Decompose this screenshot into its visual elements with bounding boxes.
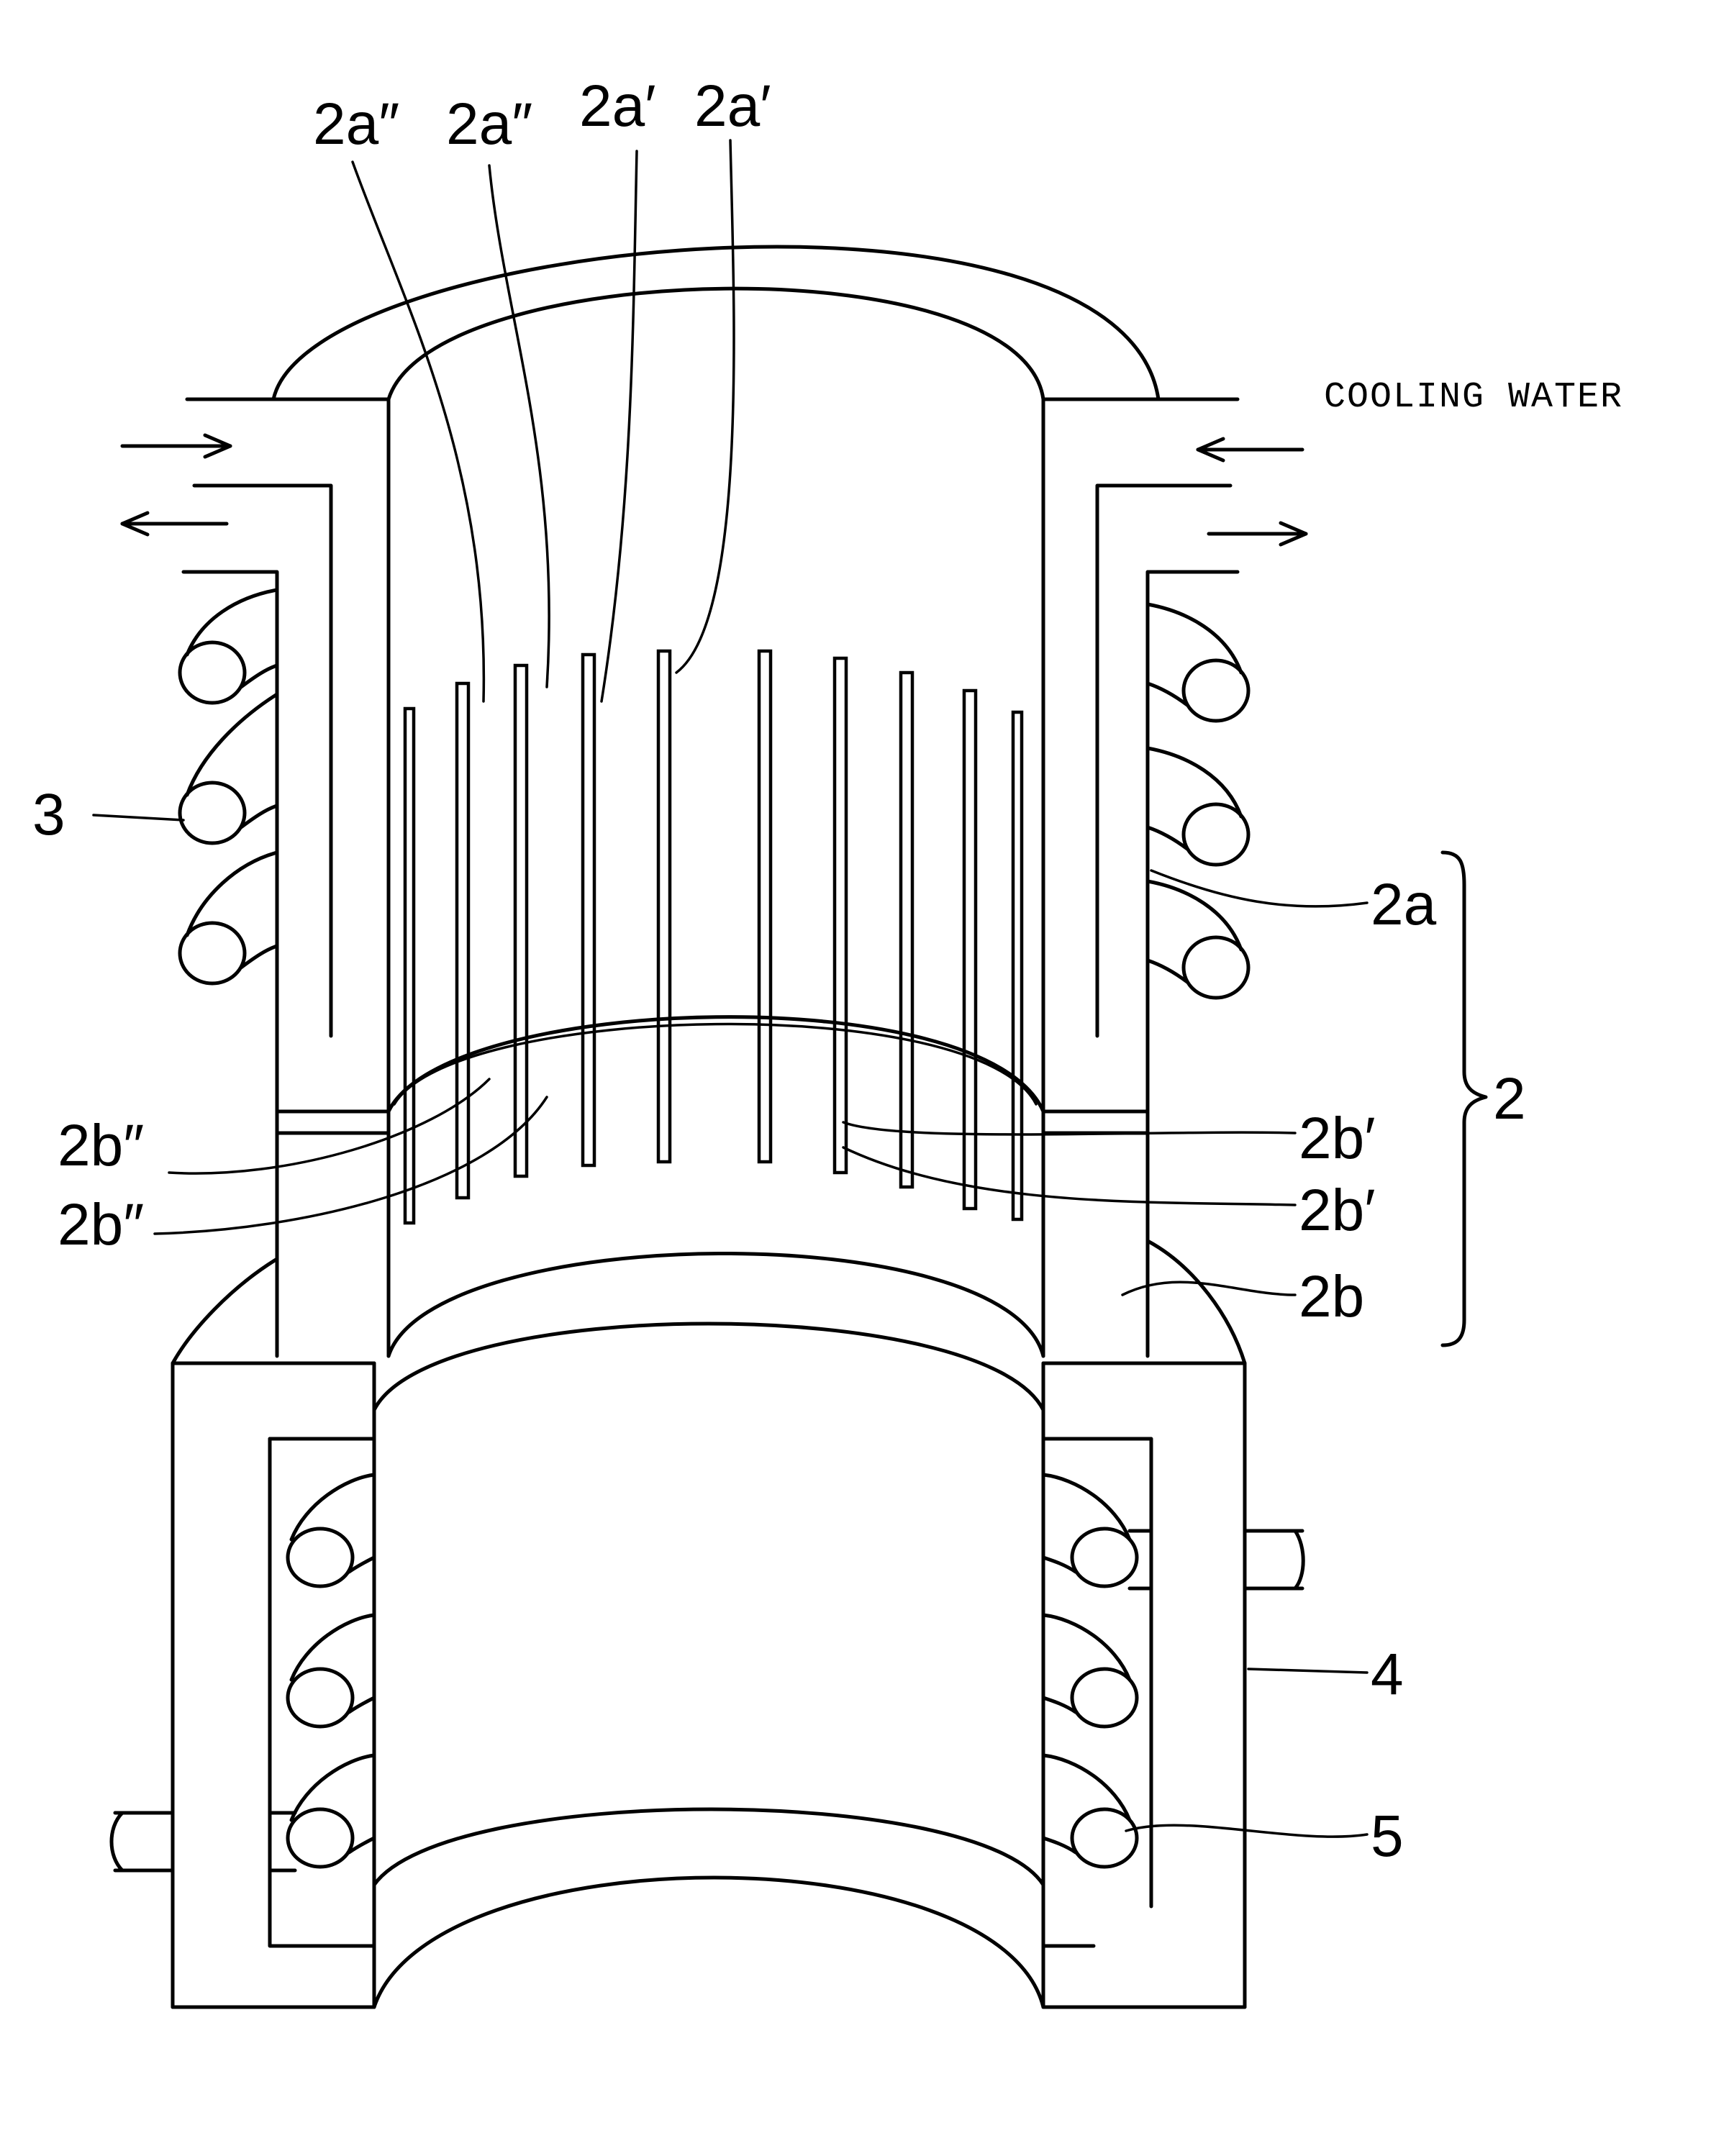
- slit: [759, 651, 771, 1162]
- label-slit-2a-double-prime-1: 2a″: [313, 91, 399, 157]
- slit: [515, 665, 527, 1176]
- arrow-out-right-icon: [1209, 523, 1306, 545]
- mold-jacket: [112, 1241, 1303, 2007]
- coil-loop-left-3: [180, 852, 277, 983]
- label-upper-part: 2a: [1371, 872, 1437, 937]
- slit: [658, 651, 670, 1162]
- coil-loop-right-3: [1043, 1755, 1137, 1867]
- arrow-in-left-icon: [122, 435, 230, 457]
- label-slit-2b-prime-2: 2b′: [1299, 1178, 1376, 1243]
- arrow-out-left-icon: [122, 513, 227, 535]
- coil-loop-right-1: [1043, 1475, 1151, 1588]
- label-slit-2a-prime-1: 2a′: [579, 73, 656, 139]
- coil-loop-left-1: [180, 590, 277, 703]
- crucible-slits: [405, 651, 1022, 1223]
- label-lower-coil: 5: [1371, 1804, 1404, 1869]
- arrow-in-right-icon: [1198, 439, 1302, 460]
- label-slit-2a-prime-2: 2a′: [694, 73, 771, 139]
- label-lower-part: 2b: [1299, 1264, 1364, 1329]
- slit: [835, 658, 846, 1173]
- coil-loop-right-3: [1148, 881, 1248, 998]
- label-upper-coil: 3: [32, 782, 65, 847]
- coil-loop-right-2: [1043, 1615, 1137, 1727]
- crucible-bottom-arc: [389, 1253, 1043, 1356]
- label-cooling-water: COOLING WATER: [1324, 377, 1623, 418]
- coil-loop-left-2: [180, 694, 277, 843]
- crucible-dome: [183, 247, 1238, 1356]
- slit: [964, 691, 976, 1209]
- coil-loop-right-2: [1148, 748, 1248, 865]
- label-slit-2b-double-prime-2: 2b″: [58, 1192, 144, 1257]
- coil-loop-left-2: [288, 1615, 374, 1727]
- label-crucible: 2: [1493, 1066, 1526, 1132]
- cooling-water-arrows: [122, 435, 1306, 545]
- inner-ring: [389, 1017, 1043, 1111]
- slit: [405, 709, 414, 1223]
- slit: [901, 673, 912, 1187]
- coil-loop-right-1: [1148, 604, 1248, 721]
- label-slit-2a-double-prime-2: 2a″: [446, 91, 532, 157]
- coil-loop-left-1: [288, 1475, 374, 1586]
- slit: [457, 683, 468, 1198]
- coil-loop-left-3: [270, 1755, 374, 1870]
- label-slit-2b-double-prime-1: 2b″: [58, 1113, 144, 1178]
- upper-coil: [180, 590, 1248, 998]
- label-slit-2b-prime-1: 2b′: [1299, 1106, 1376, 1171]
- slit: [583, 655, 594, 1165]
- slit: [1013, 712, 1022, 1219]
- label-mold-jacket: 4: [1371, 1642, 1404, 1707]
